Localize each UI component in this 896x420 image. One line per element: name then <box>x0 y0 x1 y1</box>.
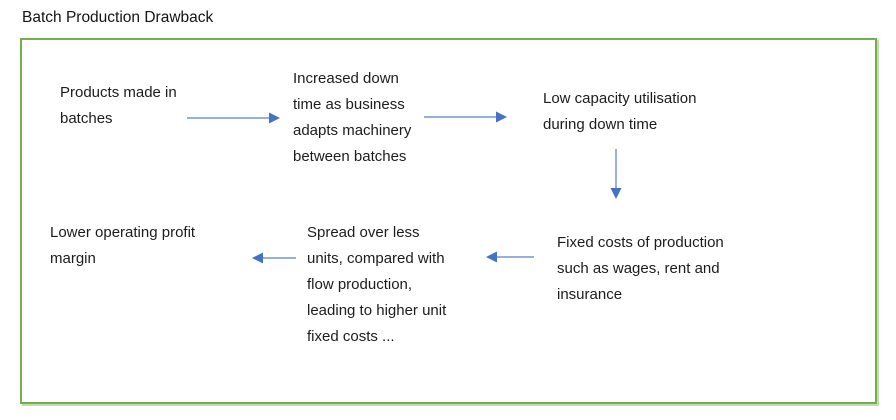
node-lower-operating-profit-margin: Lower operating profit margin <box>50 224 196 267</box>
diagram-title: Batch Production Drawback <box>22 9 214 26</box>
node-products-made-in-batches: Products made in batches <box>60 84 177 127</box>
node-low-capacity-utilisation: Low capacity utilisation during down tim… <box>543 90 697 133</box>
arrow-down-capacity-to-fixed-costs-icon <box>610 149 622 199</box>
arrow-left-fixed-costs-to-spread-icon <box>486 251 534 263</box>
arrow-right-products-to-downtime-icon <box>187 112 280 124</box>
diagram-border-frame <box>20 38 877 404</box>
arrow-right-downtime-to-capacity-icon <box>424 111 507 123</box>
node-spread-over-less-units: Spread over less units, compared with fl… <box>307 224 447 345</box>
node-fixed-costs-of-production: Fixed costs of production such as wages,… <box>557 234 724 303</box>
arrow-left-spread-to-margin-icon <box>252 252 296 264</box>
node-increased-down-time: Increased down time as business adapts m… <box>293 70 412 165</box>
